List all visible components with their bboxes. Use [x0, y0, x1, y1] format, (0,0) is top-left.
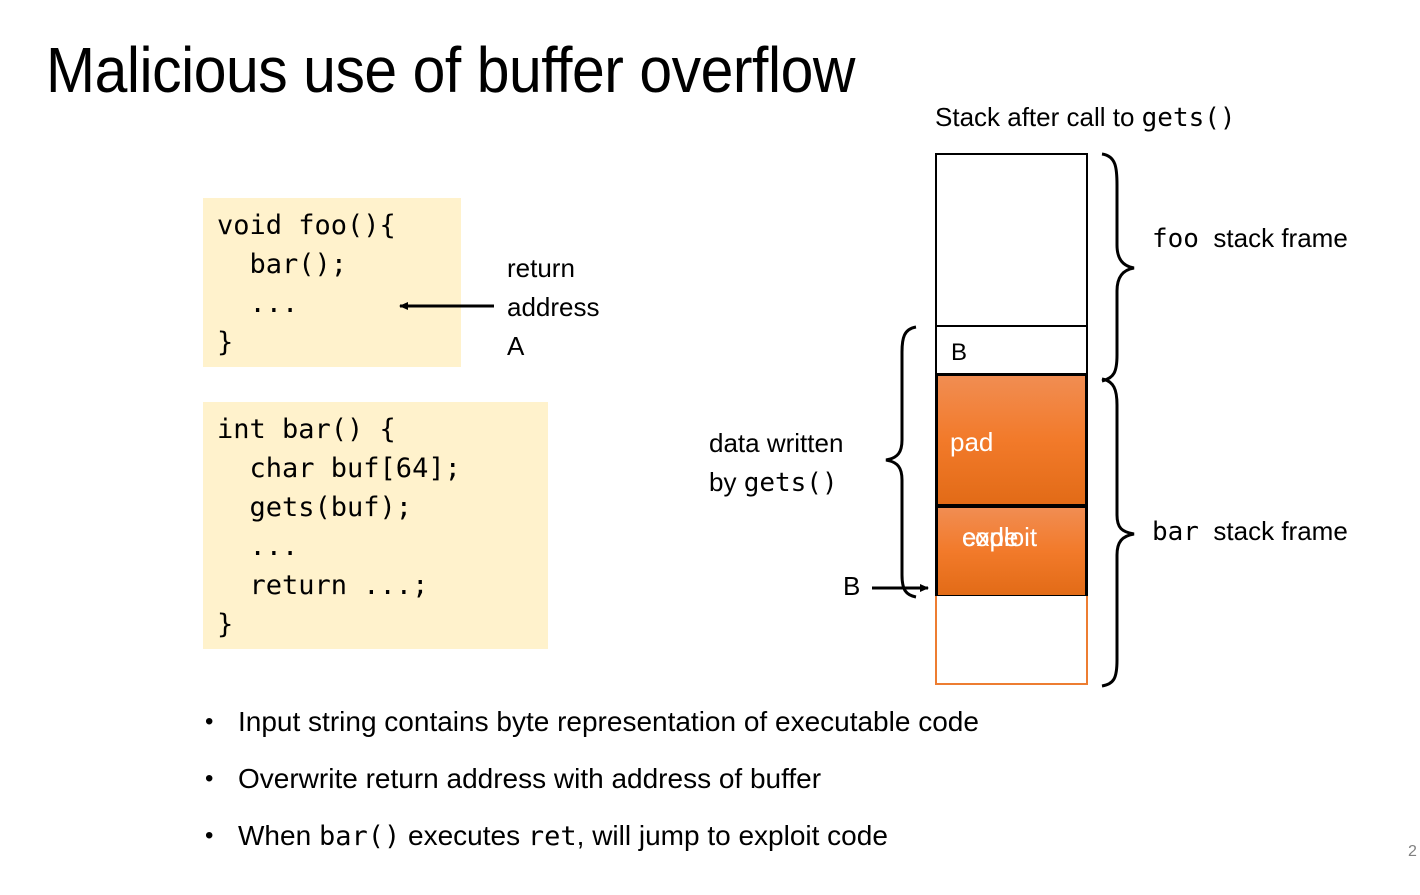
- cell-label: pad: [950, 427, 994, 457]
- data-written-label: data written by gets(): [709, 424, 843, 503]
- caption-text: Stack after call to: [935, 102, 1142, 132]
- stack-cell-return-address: B: [935, 325, 1088, 375]
- frame-text: stack frame: [1213, 223, 1348, 253]
- bullet-item: Input string contains byte representatio…: [205, 693, 979, 750]
- bullet-text: executes: [400, 820, 528, 851]
- cell-label: B: [951, 339, 968, 366]
- bullet-item: Overwrite return address with address of…: [205, 750, 979, 807]
- code-line: ...: [217, 288, 299, 319]
- stack-cell-empty: [935, 596, 1088, 685]
- bullet-list: Input string contains byte representatio…: [205, 693, 979, 865]
- bullet-text: Input string contains byte representatio…: [238, 706, 979, 737]
- label-line: by gets(): [709, 463, 843, 503]
- frame-text: stack frame: [1213, 516, 1348, 546]
- bar-frame-label: bar stack frame: [1152, 516, 1348, 547]
- label-code: gets(): [743, 468, 838, 498]
- frame-code: foo: [1152, 224, 1199, 254]
- code-line: gets(buf);: [217, 492, 413, 523]
- code-line: }: [217, 609, 234, 640]
- foo-frame-label: foo stack frame: [1152, 223, 1348, 254]
- cell-label-line: code: [962, 522, 1019, 552]
- code-line: bar();: [217, 249, 348, 280]
- code-line: return ...;: [217, 570, 429, 601]
- foo-code-block: void foo(){ bar(); ... }: [203, 198, 461, 367]
- stack-cell-pad: pad: [935, 373, 1088, 507]
- label-line: address: [507, 292, 600, 322]
- bullet-code: bar(): [318, 821, 401, 852]
- label-line: data written: [709, 428, 844, 458]
- code-line: ...: [217, 531, 299, 562]
- bullet-item: When bar() executes ret, will jump to ex…: [205, 807, 979, 865]
- stack-caption: Stack after call to gets(): [935, 99, 1236, 136]
- frame-code: bar: [1152, 517, 1199, 547]
- foo-frame-brace: [1101, 152, 1135, 383]
- return-address-label: return address A: [507, 249, 600, 366]
- bullet-text: When: [238, 820, 319, 851]
- bar-frame-brace: [1101, 377, 1135, 688]
- page-number: 2: [1408, 843, 1417, 860]
- label-text: by: [709, 467, 744, 497]
- slide-title: Malicious use of buffer overflow: [46, 34, 855, 106]
- code-line: int bar() {: [217, 414, 396, 445]
- code-line: char buf[64];: [217, 453, 461, 484]
- bullet-text: , will jump to exploit code: [576, 820, 888, 851]
- bullet-code: ret: [527, 821, 577, 852]
- buffer-pointer-label: B: [843, 571, 861, 601]
- caption-code: gets(): [1141, 103, 1236, 133]
- label-line: return: [507, 253, 575, 283]
- cell-label-line: exploit: [962, 522, 1038, 552]
- bullet-text: Overwrite return address with address of…: [238, 763, 822, 794]
- code-line: void foo(){: [217, 210, 396, 241]
- data-written-brace: [885, 325, 917, 599]
- code-line: }: [217, 327, 234, 358]
- stack-cell-foo: [935, 153, 1088, 327]
- bar-code-block: int bar() { char buf[64]; gets(buf); ...…: [203, 402, 548, 649]
- label-line: A: [507, 331, 525, 361]
